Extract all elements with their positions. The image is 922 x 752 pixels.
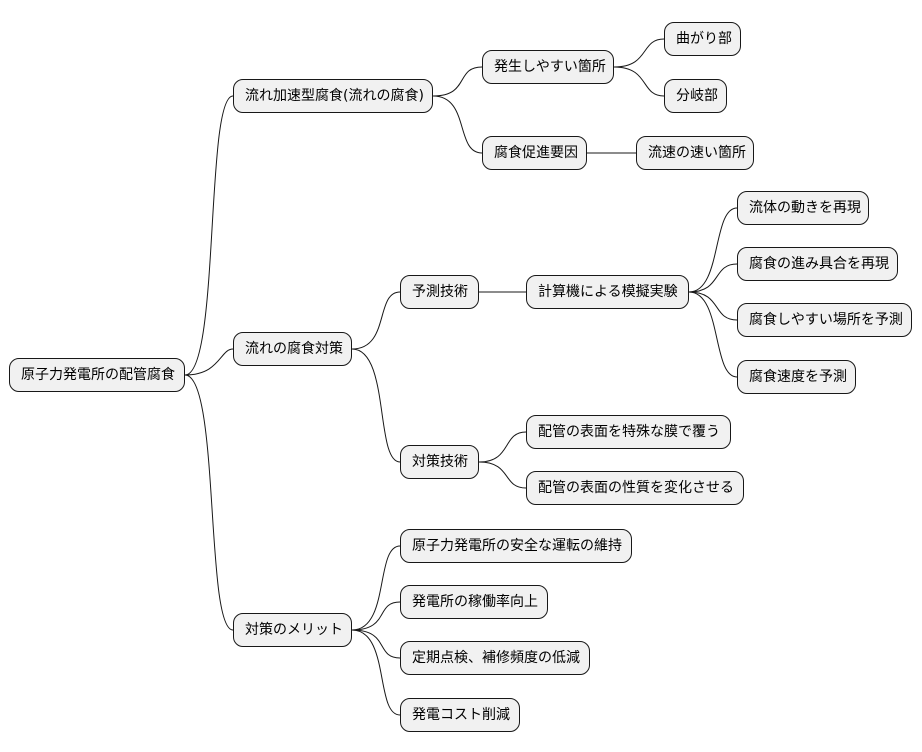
node-countermeasure-technology: 対策技術 <box>400 445 479 479</box>
node-predict-corrosion-location: 腐食しやすい場所を予測 <box>737 303 912 337</box>
node-bend-section: 曲がり部 <box>664 22 741 56</box>
node-predict-corrosion-rate: 腐食速度を予測 <box>737 360 856 394</box>
branch-flow-accelerated-corrosion: 流れ加速型腐食(流れの腐食) <box>233 79 433 113</box>
node-computer-simulation: 計算機による模擬実験 <box>526 275 689 309</box>
node-coat-pipe-surface: 配管の表面を特殊な膜で覆う <box>526 415 731 449</box>
node-high-velocity-location: 流速の速い箇所 <box>636 136 754 170</box>
node-branch-section: 分岐部 <box>664 79 727 113</box>
node-reduce-generation-cost: 発電コスト削減 <box>400 698 520 732</box>
node-modify-pipe-surface: 配管の表面の性質を変化させる <box>526 471 744 505</box>
root-node: 原子力発電所の配管腐食 <box>9 358 185 392</box>
node-prone-locations: 発生しやすい箇所 <box>482 50 614 84</box>
node-promoting-factor: 腐食促進要因 <box>482 136 587 170</box>
node-safe-operation: 原子力発電所の安全な運転の維持 <box>400 529 632 563</box>
node-prediction-technology: 予測技術 <box>400 275 479 309</box>
branch-merits: 対策のメリット <box>233 613 352 647</box>
node-reduce-inspection-frequency: 定期点検、補修頻度の低減 <box>400 641 590 675</box>
node-reproduce-corrosion-progress: 腐食の進み具合を再現 <box>737 247 898 281</box>
branch-countermeasures: 流れの腐食対策 <box>233 332 352 366</box>
node-reproduce-fluid-motion: 流体の動きを再現 <box>737 191 869 225</box>
node-capacity-factor: 発電所の稼働率向上 <box>400 585 548 619</box>
